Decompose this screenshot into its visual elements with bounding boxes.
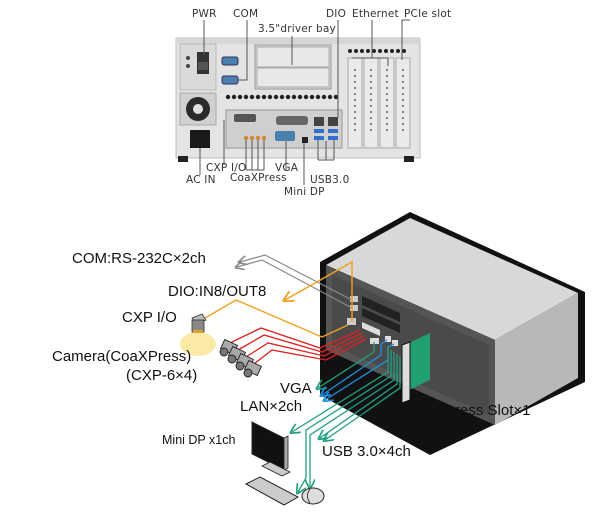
label-dio: DIO:IN8/OUT8	[168, 283, 267, 300]
io-plate	[225, 109, 343, 149]
usb-cable-keyboard	[298, 350, 392, 492]
label-ethernet: Ethernet	[352, 8, 399, 20]
camera-cables	[229, 327, 367, 365]
label-cxp-io-diagram: CXP I/O	[122, 309, 177, 326]
label-camera: Camera(CoaXPress)	[52, 348, 192, 365]
coax-port	[243, 135, 249, 141]
foot-left	[178, 156, 188, 162]
pc-chassis	[320, 212, 585, 455]
coax-port	[249, 135, 255, 141]
light-cone	[180, 332, 216, 356]
lan-port-front	[392, 340, 398, 346]
dio-cables	[204, 260, 353, 338]
chassis-side	[495, 293, 578, 425]
label-camera-spec: (CXP-6×4)	[126, 367, 198, 384]
label-cxp-io: CXP I/O	[206, 162, 247, 174]
usb-cable-mouse	[310, 352, 395, 487]
label-dio: DIO	[326, 8, 347, 20]
usb-minidp-cables	[292, 346, 401, 492]
label-vga: VGA	[275, 162, 299, 174]
mini-dp-cable	[292, 346, 389, 432]
vga-cable	[318, 342, 375, 388]
dio-connector-front	[362, 322, 380, 336]
usb-port	[314, 129, 324, 133]
usb-port	[314, 136, 324, 140]
pcie-card	[405, 333, 430, 392]
label-drive-bay: 3.5"driver bay	[258, 23, 336, 35]
fan	[179, 92, 217, 126]
power-module	[179, 43, 217, 91]
pcie-bracket	[401, 341, 411, 404]
vga-port-front	[370, 338, 379, 344]
label-ac-in: AC IN	[186, 174, 216, 186]
leader-usb	[317, 140, 335, 161]
ethernet-port	[314, 117, 324, 126]
cxp-io-device	[180, 313, 216, 356]
coax-port	[261, 135, 267, 141]
vga-connector	[275, 131, 295, 141]
coax-port	[255, 135, 261, 141]
com-cables	[237, 254, 353, 309]
usb-cable-4	[325, 356, 401, 440]
usb-cable-3	[320, 354, 398, 438]
ac-inlet	[190, 130, 210, 148]
mouse-icon	[301, 487, 325, 505]
mini-dp-port	[302, 137, 308, 143]
ethernet-port	[328, 117, 338, 126]
rear-panel-leader-lines	[199, 19, 410, 185]
com-port-1	[350, 296, 358, 302]
label-pcie-slot: PCIe slot	[404, 8, 452, 20]
vent-row	[225, 49, 406, 100]
camera-group	[219, 338, 263, 378]
monitor-icon	[251, 421, 291, 477]
label-lan: LAN×2ch	[240, 398, 303, 415]
label-com: COM	[233, 8, 259, 20]
label-coaxpress: CoaXPress	[230, 172, 287, 184]
label-pwr: PWR	[192, 8, 217, 20]
chassis-top	[326, 218, 578, 340]
label-usb3: USB3.0	[310, 174, 350, 186]
keyboard-icon	[244, 476, 300, 506]
leader-coaxpress	[245, 140, 265, 171]
label-mini-dp-diagram: Mini DP x1ch	[162, 433, 236, 447]
label-pcie-slot-diagram: PCI Express Slot×1	[400, 402, 531, 419]
label-com-rs232c: COM:RS-232C×2ch	[72, 250, 206, 267]
leader-pcie	[401, 19, 410, 60]
camera-icon	[243, 359, 263, 378]
pcie-slots	[347, 57, 411, 149]
leader-ethernet	[352, 20, 389, 66]
label-mini-dp: Mini DP	[284, 186, 325, 198]
com-port-2	[350, 305, 358, 311]
foot-right	[404, 156, 414, 162]
label-vga-diagram: VGA	[280, 380, 312, 397]
lan-port-front	[385, 336, 391, 342]
dio-connector-small	[234, 114, 256, 122]
usb-port	[328, 136, 338, 140]
dio-connector	[276, 116, 308, 125]
usb-port	[328, 129, 338, 133]
cxp-io-cable	[204, 299, 349, 338]
drive-bay	[254, 44, 332, 90]
label-usb-diagram: USB 3.0×4ch	[322, 443, 411, 460]
leader-com	[238, 20, 248, 81]
drive-bay-front	[362, 296, 400, 322]
